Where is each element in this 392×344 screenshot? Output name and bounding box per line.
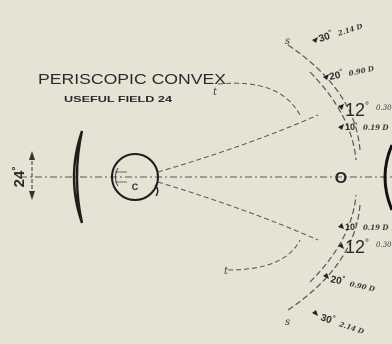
arc-ticks [312,37,344,316]
diagram-title: PERISCOPIC CONVEX [38,71,226,88]
center-point-label: O [335,170,347,187]
arc-mark-lower-20: 20° 0.90 D [329,270,377,294]
field-angle-label: 24° [11,167,28,188]
lens [72,130,84,224]
focal-arcs [287,44,361,311]
surface-label-upper: s [285,36,290,47]
arc-mark-lower-30: 30° 2.14 D [319,309,368,338]
ray-lines [157,82,319,271]
arc-mark-upper-30: 30° 2.14 D [316,16,365,45]
eye [111,153,159,201]
lower-arc-labels: 10° 0.19 D 12° 0.30 20° 0.90 D 30° 2.14 … [319,219,392,338]
arc-mark-upper-20: 20° 0.90 D [328,59,376,83]
tangent-label-upper: t [213,87,218,98]
field-arrow [29,151,35,200]
surface-label-lower: s [285,317,290,328]
arc-mark-upper-12: 12° 0.30 [345,93,392,120]
arc-mark-upper-10: 10° 0.19 D [345,119,389,132]
arc-mark-lower-12: 12° 0.30 [345,230,392,257]
eye-label: C [132,182,139,192]
upper-arc-labels: 30° 2.14 D 20° 0.90 D 12° 0.30 10° 0.19 … [316,16,392,132]
diagram-subtitle: USEFUL FIELD 24 [64,94,172,104]
arc-mark-lower-10: 10° 0.19 D [345,219,389,232]
surface-edge [383,144,392,211]
tangent-label-lower: t [224,266,229,277]
